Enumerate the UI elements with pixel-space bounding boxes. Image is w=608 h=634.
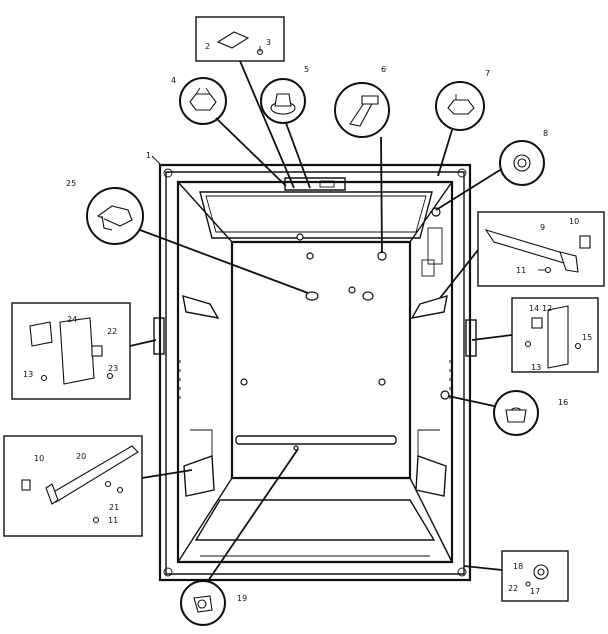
- callout-6: 6: [334, 65, 390, 254]
- callout-7-label: 7: [485, 69, 490, 78]
- callout-19-label: 19: [237, 594, 247, 603]
- callout-19: 19: [180, 448, 299, 626]
- callout-18-label: 18: [513, 562, 523, 571]
- callout-4: 4: [171, 76, 287, 187]
- callout-16-label: 16: [558, 398, 568, 407]
- callout-9-label: 9: [540, 223, 545, 232]
- callout-21-label: 21: [109, 503, 119, 512]
- callout-8: 8: [435, 129, 548, 211]
- callout-23-label: 23: [108, 364, 118, 373]
- callout-6-label: 6: [381, 65, 386, 74]
- callout-13b-label: 13: [23, 370, 33, 379]
- callout-15-label: 15: [582, 333, 592, 342]
- callout-3-label: 3: [266, 38, 271, 47]
- detail-box-2-3: 2 3: [195, 16, 295, 189]
- callout-8-label: 8: [543, 129, 548, 138]
- detail-box-9-10-11: 9 10 11: [439, 211, 605, 299]
- callout-22-label: 22: [107, 327, 117, 336]
- callout-7: 7: [435, 69, 490, 177]
- callout-4-label: 4: [171, 76, 176, 85]
- callout-2-label: 2: [205, 42, 210, 51]
- callout-11b-label: 11: [108, 516, 118, 525]
- callout-1-label: 1: [146, 151, 151, 160]
- callout-5: 5: [260, 65, 311, 189]
- callout-10b-label: 10: [34, 454, 44, 463]
- detail-box-22-24: 24 22 13 23: [11, 302, 157, 400]
- detail-box-17-18: 18 22 17: [463, 550, 569, 602]
- callout-22b-label: 22: [508, 584, 518, 593]
- callout-24-label: 24: [67, 315, 77, 324]
- callout-14-label: 14: [529, 304, 539, 313]
- detail-box-10-11-20-21: 10 20 21 11: [3, 435, 193, 537]
- callout-13a-label: 13: [531, 363, 541, 372]
- callout-5-label: 5: [304, 65, 309, 74]
- cabinet-liner: [153, 163, 477, 582]
- callout-25: 25: [66, 179, 309, 294]
- callout-11a-label: 11: [516, 266, 526, 275]
- callout-12-label: 12: [542, 304, 552, 313]
- callout-16: 16: [447, 390, 568, 436]
- callout-17-label: 17: [530, 587, 540, 596]
- detail-box-12-15: 14 12 15 13: [471, 297, 599, 373]
- callout-20-label: 20: [76, 452, 86, 461]
- callout-10a-label: 10: [569, 217, 579, 226]
- callout-25-label: 25: [66, 179, 76, 188]
